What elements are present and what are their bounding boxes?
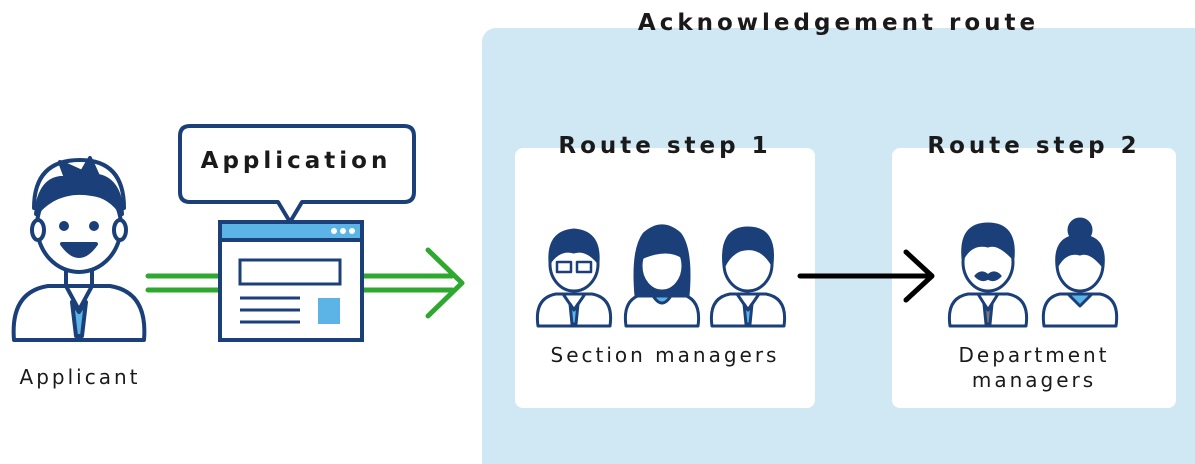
route-step-2-label: Route step 2 <box>927 133 1141 159</box>
route-step-2-card <box>892 148 1176 408</box>
applicant-label: Applicant <box>19 365 141 389</box>
section-managers-label: Section managers <box>550 343 780 367</box>
section-manager-icon <box>709 226 787 328</box>
applicant-person-icon <box>11 156 147 342</box>
submit-arrow-icon <box>145 247 465 319</box>
step-arrow-icon <box>797 249 935 303</box>
department-managers-label: Department managers <box>892 343 1176 393</box>
application-document-icon <box>218 220 364 342</box>
department-manager-icon <box>1041 217 1119 328</box>
route-step-1-label: Route step 1 <box>558 133 772 159</box>
application-label: Application <box>200 148 392 174</box>
department-manager-icon <box>947 222 1029 328</box>
route-title: Acknowledgement route <box>637 10 1040 36</box>
section-manager-icon <box>623 224 701 328</box>
speech-bubble-icon <box>178 124 416 224</box>
department-managers-line-1: Department <box>958 343 1110 367</box>
section-manager-icon <box>535 228 613 328</box>
department-managers-line-2: managers <box>971 368 1097 392</box>
